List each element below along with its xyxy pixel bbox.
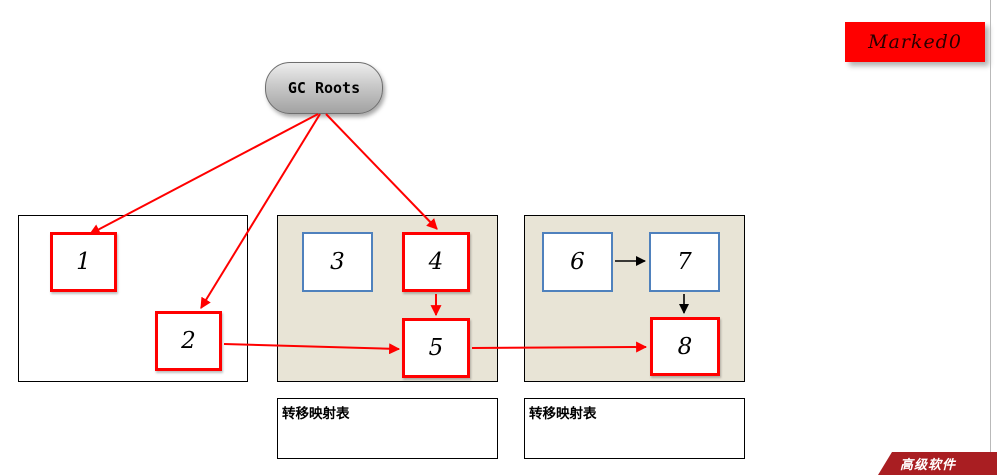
slide-edge-line — [990, 0, 991, 475]
edge-gcroots-to-box4 — [325, 113, 438, 230]
object-box-3-label: 3 — [330, 249, 345, 275]
object-box-1: 1 — [50, 232, 117, 292]
object-box-2: 2 — [155, 311, 222, 371]
marked-badge: Marked0 — [845, 22, 985, 62]
object-box-5-label: 5 — [428, 335, 444, 361]
gc-roots-node: GC Roots — [265, 62, 383, 114]
footer-ribbon: 高级软件 — [878, 452, 997, 475]
object-box-4: 4 — [402, 232, 470, 292]
object-box-5: 5 — [402, 318, 470, 378]
marked-badge-label: Marked0 — [868, 31, 962, 53]
object-box-7: 7 — [649, 232, 720, 292]
transfer-table-region-3: 转移映射表 — [524, 398, 745, 459]
transfer-table-region-2: 转移映射表 — [277, 398, 498, 459]
object-box-6: 6 — [542, 232, 613, 292]
object-box-8: 8 — [650, 317, 720, 376]
object-box-2-label: 2 — [181, 328, 196, 354]
object-box-8-label: 8 — [677, 333, 693, 360]
object-box-7-label: 7 — [677, 249, 692, 275]
gc-roots-label: GC Roots — [287, 79, 361, 97]
object-box-4-label: 4 — [428, 249, 444, 275]
object-box-3: 3 — [302, 232, 373, 292]
transfer-table-region-3-label: 转移映射表 — [529, 406, 597, 421]
object-box-6-label: 6 — [570, 249, 585, 275]
transfer-table-region-2-label: 转移映射表 — [282, 406, 350, 421]
footer-ribbon-label: 高级软件 — [900, 457, 957, 472]
object-box-1-label: 1 — [76, 249, 91, 275]
